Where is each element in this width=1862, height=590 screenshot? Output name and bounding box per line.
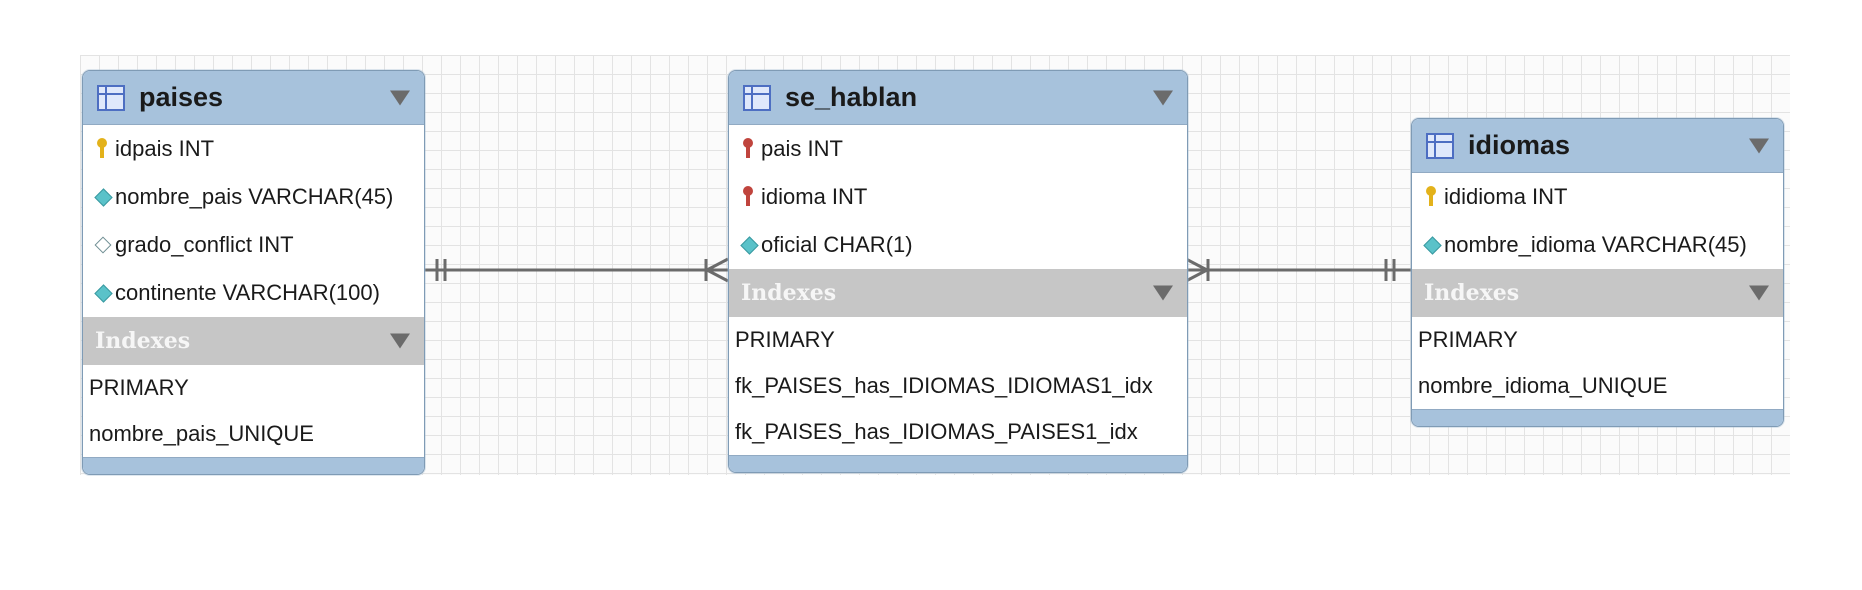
column-label: nombre_idioma VARCHAR(45) — [1444, 232, 1747, 257]
many-crowfoot-se-hablan-right-upper — [1185, 257, 1208, 272]
column-row[interactable]: grado_conflict INT — [83, 221, 424, 269]
table-footer — [729, 455, 1187, 472]
index-row[interactable]: fk_PAISES_has_IDIOMAS_IDIOMAS1_idx — [735, 373, 1153, 398]
table-title: paises — [139, 82, 224, 112]
many-crowfoot-se-hablan-upper — [706, 257, 729, 272]
column-filled-icon — [1424, 232, 1438, 258]
column-list: pais INT idioma INT oficial CHAR(1) — [729, 125, 1187, 269]
collapse-arrow-icon[interactable] — [1749, 285, 1769, 301]
table-header-idiomas[interactable]: idiomas — [1412, 119, 1783, 173]
indexes-label: Indexes — [741, 280, 837, 306]
primary-key-icon — [95, 136, 109, 162]
column-row[interactable]: idpais INT — [83, 125, 424, 173]
index-row[interactable]: fk_PAISES_has_IDIOMAS_PAISES1_idx — [735, 419, 1138, 444]
foreign-key-icon — [741, 136, 755, 162]
column-label: grado_conflict INT — [115, 232, 294, 257]
column-label: idioma INT — [761, 184, 868, 209]
index-row[interactable]: nombre_idioma_UNIQUE — [1418, 373, 1668, 398]
indexes-header[interactable]: Indexes — [729, 269, 1187, 317]
column-row[interactable]: nombre_idioma VARCHAR(45) — [1412, 221, 1783, 269]
collapse-arrow-icon[interactable] — [390, 333, 410, 349]
indexes-label: Indexes — [95, 328, 191, 354]
many-crowfoot-se-hablan-lower — [706, 268, 729, 283]
collapse-arrow-icon[interactable] — [1153, 90, 1173, 105]
primary-key-icon — [1424, 184, 1438, 210]
table-icon — [743, 84, 771, 111]
table-icon — [1426, 132, 1454, 159]
table-idiomas[interactable]: idiomas ididioma INT nombre_idioma VARCH… — [1411, 118, 1784, 427]
column-filled-icon — [95, 184, 109, 210]
table-icon — [97, 84, 125, 111]
column-label: nombre_pais VARCHAR(45) — [115, 184, 394, 209]
column-empty-icon — [95, 232, 109, 258]
column-label: continente VARCHAR(100) — [115, 280, 380, 305]
table-paises[interactable]: paises idpais INT nombre_pais VARCHAR(45… — [82, 70, 425, 475]
table-header-paises[interactable]: paises — [83, 71, 424, 125]
indexes-header[interactable]: Indexes — [83, 317, 424, 365]
column-label: oficial CHAR(1) — [761, 232, 913, 257]
index-row[interactable]: PRIMARY — [735, 327, 835, 352]
column-row[interactable]: idioma INT — [729, 173, 1187, 221]
collapse-arrow-icon[interactable] — [390, 90, 410, 105]
column-label: ididioma INT — [1444, 184, 1568, 209]
indexes-label: Indexes — [1424, 280, 1520, 306]
column-list: ididioma INT nombre_idioma VARCHAR(45) — [1412, 173, 1783, 269]
collapse-arrow-icon[interactable] — [1749, 138, 1769, 153]
foreign-key-icon — [741, 184, 755, 210]
column-row[interactable]: continente VARCHAR(100) — [83, 269, 424, 317]
column-row[interactable]: oficial CHAR(1) — [729, 221, 1187, 269]
table-title: idiomas — [1468, 130, 1571, 160]
index-row[interactable]: nombre_pais_UNIQUE — [89, 421, 314, 446]
column-row[interactable]: nombre_pais VARCHAR(45) — [83, 173, 424, 221]
column-row[interactable]: ididioma INT — [1412, 173, 1783, 221]
collapse-arrow-icon[interactable] — [1153, 285, 1173, 301]
table-footer — [83, 457, 424, 474]
table-title: se_hablan — [785, 82, 918, 112]
column-row[interactable]: pais INT — [729, 125, 1187, 173]
indexes-header[interactable]: Indexes — [1412, 269, 1783, 317]
column-filled-icon — [741, 232, 755, 258]
index-row[interactable]: PRIMARY — [1418, 327, 1518, 352]
column-label: pais INT — [761, 136, 843, 161]
table-footer — [1412, 409, 1783, 426]
many-crowfoot-se-hablan-right-lower — [1185, 268, 1208, 283]
column-list: idpais INT nombre_pais VARCHAR(45) grado… — [83, 125, 424, 317]
table-se-hablan[interactable]: se_hablan pais INT idioma INT oficial CH… — [728, 70, 1188, 473]
table-header-se-hablan[interactable]: se_hablan — [729, 71, 1187, 125]
index-row[interactable]: PRIMARY — [89, 375, 189, 400]
column-label: idpais INT — [115, 136, 215, 161]
column-filled-icon — [95, 280, 109, 306]
